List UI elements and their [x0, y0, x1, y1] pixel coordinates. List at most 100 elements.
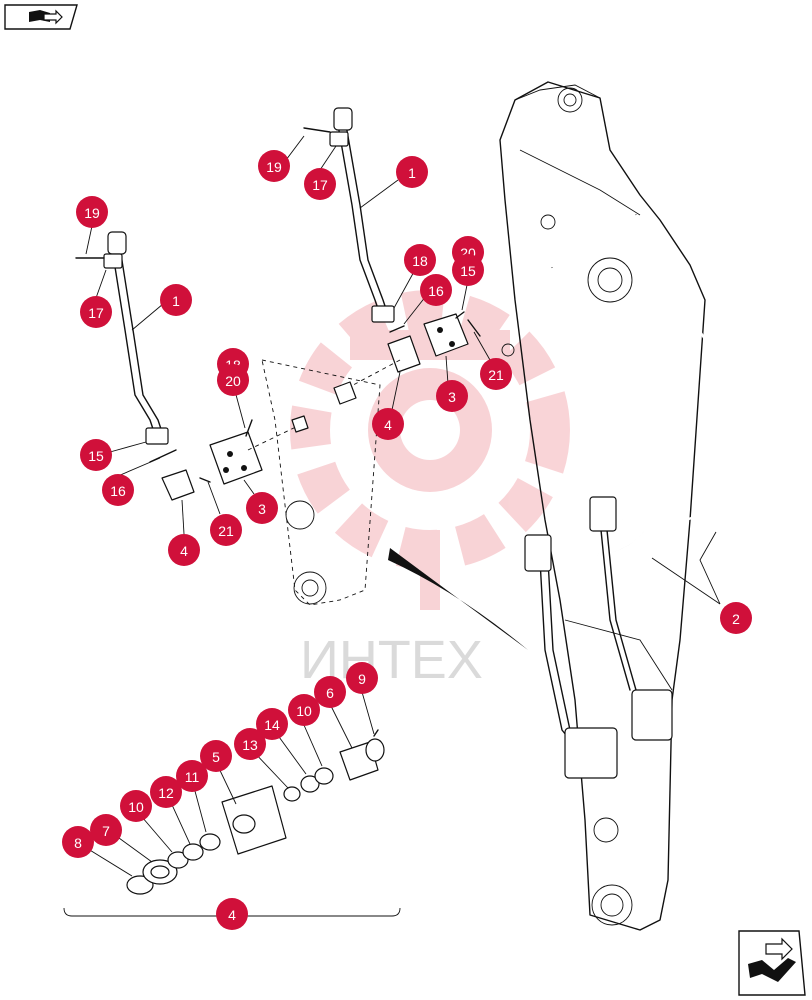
leader-lines [79, 135, 721, 877]
callout-9[interactable]: 9 [346, 662, 378, 694]
callout-15[interactable]: 15 [80, 439, 112, 471]
callout-5[interactable]: 5 [200, 740, 232, 772]
callout-label: 16 [428, 283, 444, 299]
callout-circle [62, 826, 94, 858]
callout-label: 1 [172, 293, 180, 309]
callout-circle [120, 790, 152, 822]
book-arrow-icon [29, 9, 63, 25]
callout-8[interactable]: 8 [62, 826, 94, 858]
callout-17[interactable]: 17 [304, 168, 336, 200]
callout-circle [176, 760, 208, 792]
callout-label: 17 [312, 177, 328, 193]
callout-label: 18 [412, 253, 428, 269]
callout-circle [76, 196, 108, 228]
callout-circle [258, 150, 290, 182]
callout-label: 21 [488, 367, 504, 383]
callout-circle [102, 474, 134, 506]
callout-circle [200, 740, 232, 772]
callout-label: 15 [88, 448, 104, 464]
next-page-button[interactable] [738, 930, 806, 996]
callout-circle [480, 358, 512, 390]
callout-circle [452, 254, 484, 286]
swivel-seal-kit [63, 729, 401, 917]
callout-18[interactable]: 18 [404, 244, 436, 276]
callout-label: 5 [212, 749, 220, 765]
callout-6[interactable]: 6 [314, 676, 346, 708]
callout-label: 9 [358, 671, 366, 687]
callout-circle [420, 274, 452, 306]
callout-circle [90, 814, 122, 846]
callout-16[interactable]: 16 [420, 274, 452, 306]
callout-19[interactable]: 19 [258, 150, 290, 182]
callout-label: 3 [258, 501, 266, 517]
callout-label: 2 [732, 611, 740, 627]
callout-circle [210, 514, 242, 546]
callout-11[interactable]: 11 [176, 760, 208, 792]
callout-label: 19 [84, 205, 100, 221]
callout-4[interactable]: 4 [372, 408, 404, 440]
callout-label: 14 [264, 717, 280, 733]
callout-label: 19 [266, 159, 282, 175]
callout-circle [160, 284, 192, 316]
callout-20[interactable]: 20 [217, 364, 249, 396]
callout-label: 1 [408, 165, 416, 181]
callout-label: 7 [102, 823, 110, 839]
callout-1[interactable]: 1 [160, 284, 192, 316]
callout-3[interactable]: 3 [436, 380, 468, 412]
callout-1[interactable]: 1 [396, 156, 428, 188]
page-turn-arrow-icon [748, 937, 796, 982]
boom-pipes [524, 496, 673, 779]
left-tube-assembly [75, 231, 309, 501]
callout-circle [436, 380, 468, 412]
callout-label: 21 [218, 523, 234, 539]
callout-17[interactable]: 17 [80, 296, 112, 328]
intex-watermark [290, 290, 570, 610]
callout-label: 16 [110, 483, 126, 499]
callout-circle [168, 534, 200, 566]
callout-layer: 1917115182016213421917118201516213496101… [62, 150, 752, 930]
callout-3[interactable]: 3 [246, 492, 278, 524]
callout-label: 4 [180, 543, 188, 559]
callout-13[interactable]: 13 [234, 728, 266, 760]
back-navigation-button[interactable] [4, 4, 78, 30]
callout-21[interactable]: 21 [210, 514, 242, 546]
direction-arrow [388, 548, 528, 650]
callout-label: 20 [225, 373, 241, 389]
callout-15[interactable]: 15 [452, 254, 484, 286]
callout-4[interactable]: 4 [168, 534, 200, 566]
callout-circle [396, 156, 428, 188]
callout-label: 3 [448, 389, 456, 405]
callout-label: 12 [158, 785, 174, 801]
callout-label: 13 [242, 737, 258, 753]
callout-14[interactable]: 14 [256, 708, 288, 740]
callout-2[interactable]: 2 [720, 602, 752, 634]
callout-circle [216, 898, 248, 930]
callout-circle [372, 408, 404, 440]
callout-circle [234, 728, 266, 760]
callout-circle [80, 439, 112, 471]
callout-label: 4 [384, 417, 392, 433]
callout-circle [346, 662, 378, 694]
callout-circle [246, 492, 278, 524]
callout-circle [217, 364, 249, 396]
callout-10[interactable]: 10 [120, 790, 152, 822]
callout-label: 10 [128, 799, 144, 815]
callout-19[interactable]: 19 [76, 196, 108, 228]
callout-label: 4 [228, 907, 236, 923]
callout-circle [80, 296, 112, 328]
callout-circle [304, 168, 336, 200]
callout-12[interactable]: 12 [150, 776, 182, 808]
callout-circle [314, 676, 346, 708]
callout-label: 6 [326, 685, 334, 701]
callout-21[interactable]: 21 [480, 358, 512, 390]
callout-label: 11 [185, 769, 200, 785]
callout-4[interactable]: 4 [216, 898, 248, 930]
callout-10[interactable]: 10 [288, 694, 320, 726]
callout-circle [720, 602, 752, 634]
hydraulic-hoses [547, 214, 748, 557]
callout-circle [404, 244, 436, 276]
callout-16[interactable]: 16 [102, 474, 134, 506]
callout-7[interactable]: 7 [90, 814, 122, 846]
